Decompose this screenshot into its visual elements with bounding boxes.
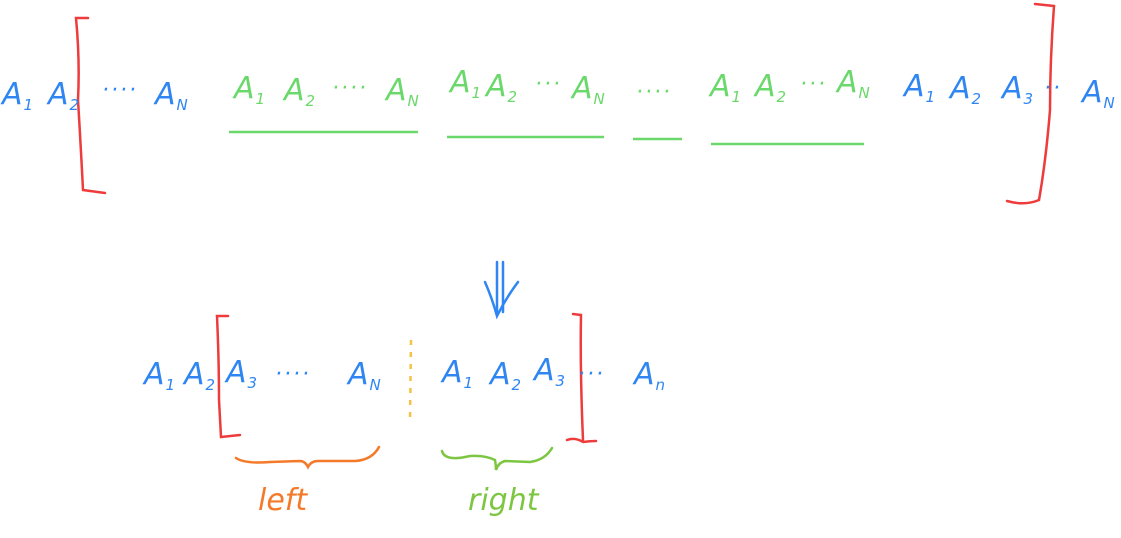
- left-part-an: AN: [348, 357, 381, 395]
- right-part-a3: A3: [534, 353, 566, 391]
- bottom-after-an: An: [634, 357, 666, 395]
- group4-a1: A1: [710, 69, 742, 107]
- right-label: right: [468, 483, 539, 518]
- top-right-bracket: [1005, 2, 1056, 205]
- group4-ellipsis: ···: [800, 72, 827, 97]
- group2-a1: A1: [450, 65, 482, 103]
- right-part-a2: A2: [490, 357, 522, 395]
- right-brace: [440, 446, 554, 471]
- split-separator: [408, 339, 413, 421]
- group1-a2: A2: [284, 73, 316, 111]
- tail-a2: A2: [950, 71, 982, 109]
- top-prefix-a2: A2: [48, 77, 80, 115]
- top-left-bracket: [74, 16, 107, 195]
- bottom-prefix-a1: A1: [144, 357, 176, 395]
- bottom-prefix-a2: A2: [184, 357, 216, 395]
- down-arrow-icon: [483, 260, 520, 320]
- after-bracket-an: AN: [1082, 75, 1115, 113]
- group4-an: AN: [837, 65, 870, 103]
- group2-an: AN: [572, 71, 605, 109]
- group2-a2: A2: [486, 69, 518, 107]
- top-bracket-ellipsis: ····: [102, 78, 138, 103]
- group1-an: AN: [386, 73, 419, 111]
- after-bracket-ellipsis: ··: [1044, 76, 1062, 101]
- tail-a1: A1: [904, 69, 936, 107]
- bottom-right-bracket: [565, 312, 598, 444]
- group4-a2: A2: [755, 69, 787, 107]
- left-part-a3: A3: [226, 355, 258, 393]
- tail-a3: A3: [1002, 71, 1034, 109]
- bottom-left-bracket: [215, 314, 242, 439]
- left-label: left: [258, 483, 308, 518]
- group1-ellipsis: ····: [332, 76, 368, 101]
- top-prefix-a1: A1: [2, 77, 34, 115]
- group3-ellipsis: ····: [636, 80, 672, 105]
- left-brace: [234, 445, 381, 470]
- bottom-after-ellipsis: ···: [578, 362, 605, 387]
- top-bracket-an: AN: [155, 77, 188, 115]
- right-part-a1: A1: [442, 355, 474, 393]
- left-part-ellipsis: ····: [275, 362, 311, 387]
- group1-a1: A1: [234, 71, 266, 109]
- group2-ellipsis: ···: [535, 72, 562, 97]
